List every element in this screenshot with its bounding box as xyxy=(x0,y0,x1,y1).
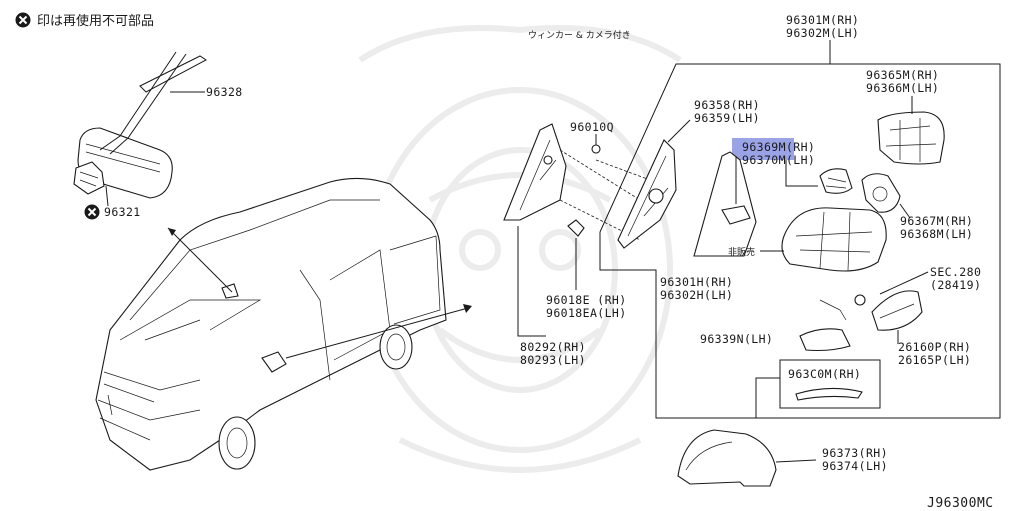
label-96358: 96358(RH) xyxy=(694,98,760,112)
label-hihanbai: 非販売 xyxy=(728,246,755,258)
label-96339n: 96339N(LH) xyxy=(700,332,773,346)
label-96359: 96359(LH) xyxy=(694,111,760,125)
actuator-part xyxy=(819,168,853,194)
assembly-bracket xyxy=(599,63,1001,419)
non-reusable-notice: 印は再使用不可部品 xyxy=(15,12,154,29)
label-96018ea: 96018EA(LH) xyxy=(546,306,627,320)
camera-part xyxy=(799,299,851,352)
label-96373: 96373(RH) xyxy=(822,446,888,460)
label-96365m: 96365M(RH) xyxy=(866,68,939,82)
label-26165p: 26165P(LH) xyxy=(898,353,971,367)
label-26160p: 26160P(RH) xyxy=(898,340,971,354)
motor-part xyxy=(861,173,901,213)
label-96301m: 96301M(RH) xyxy=(786,13,859,27)
label-96367m: 96367M(RH) xyxy=(900,214,973,228)
mirror-base xyxy=(617,139,677,249)
label-80292: 80292(RH) xyxy=(520,340,586,354)
diagram-code: J96300MC xyxy=(927,496,994,511)
label-96321-group: 96321 xyxy=(84,185,141,220)
glass-holder xyxy=(877,111,945,165)
label-96368m: 96368M(LH) xyxy=(900,227,973,241)
mirror-glass xyxy=(693,151,757,257)
label-96018e: 96018E (RH) xyxy=(546,293,627,307)
sub-part-box xyxy=(779,359,881,409)
highlight-96369m xyxy=(732,138,794,160)
header-note: ウィンカー & カメラ付き xyxy=(528,30,631,41)
mirror-cover xyxy=(677,429,777,487)
turn-signal-lamp xyxy=(871,290,923,331)
label-96328: 96328 xyxy=(206,85,243,99)
label-80293: 80293(LH) xyxy=(520,353,586,367)
label-96301h: 96301H(RH) xyxy=(660,275,733,289)
notice-text: 印は再使用不可部品 xyxy=(37,13,154,29)
label-96366m: 96366M(LH) xyxy=(866,81,939,95)
label-96302m: 96302M(LH) xyxy=(786,26,859,40)
label-963c0m: 963C0M(RH) xyxy=(788,367,861,381)
label-96302h: 96302H(LH) xyxy=(660,288,733,302)
label-96369m[interactable]: 96369M(RH) xyxy=(742,140,815,154)
label-28419: (28419) xyxy=(930,278,981,292)
label-96370m: 96370M(LH) xyxy=(742,153,815,167)
label-96374: 96374(LH) xyxy=(822,459,888,473)
label-sec280: SEC.280 xyxy=(930,265,981,279)
corner-garnish xyxy=(503,123,601,237)
label-96010q: 96010Q xyxy=(570,120,614,134)
mirror-housing xyxy=(781,207,887,272)
rear-view-mirror[interactable] xyxy=(73,51,207,199)
van-illustration xyxy=(95,177,447,471)
label-96321: 96321 xyxy=(104,205,141,219)
